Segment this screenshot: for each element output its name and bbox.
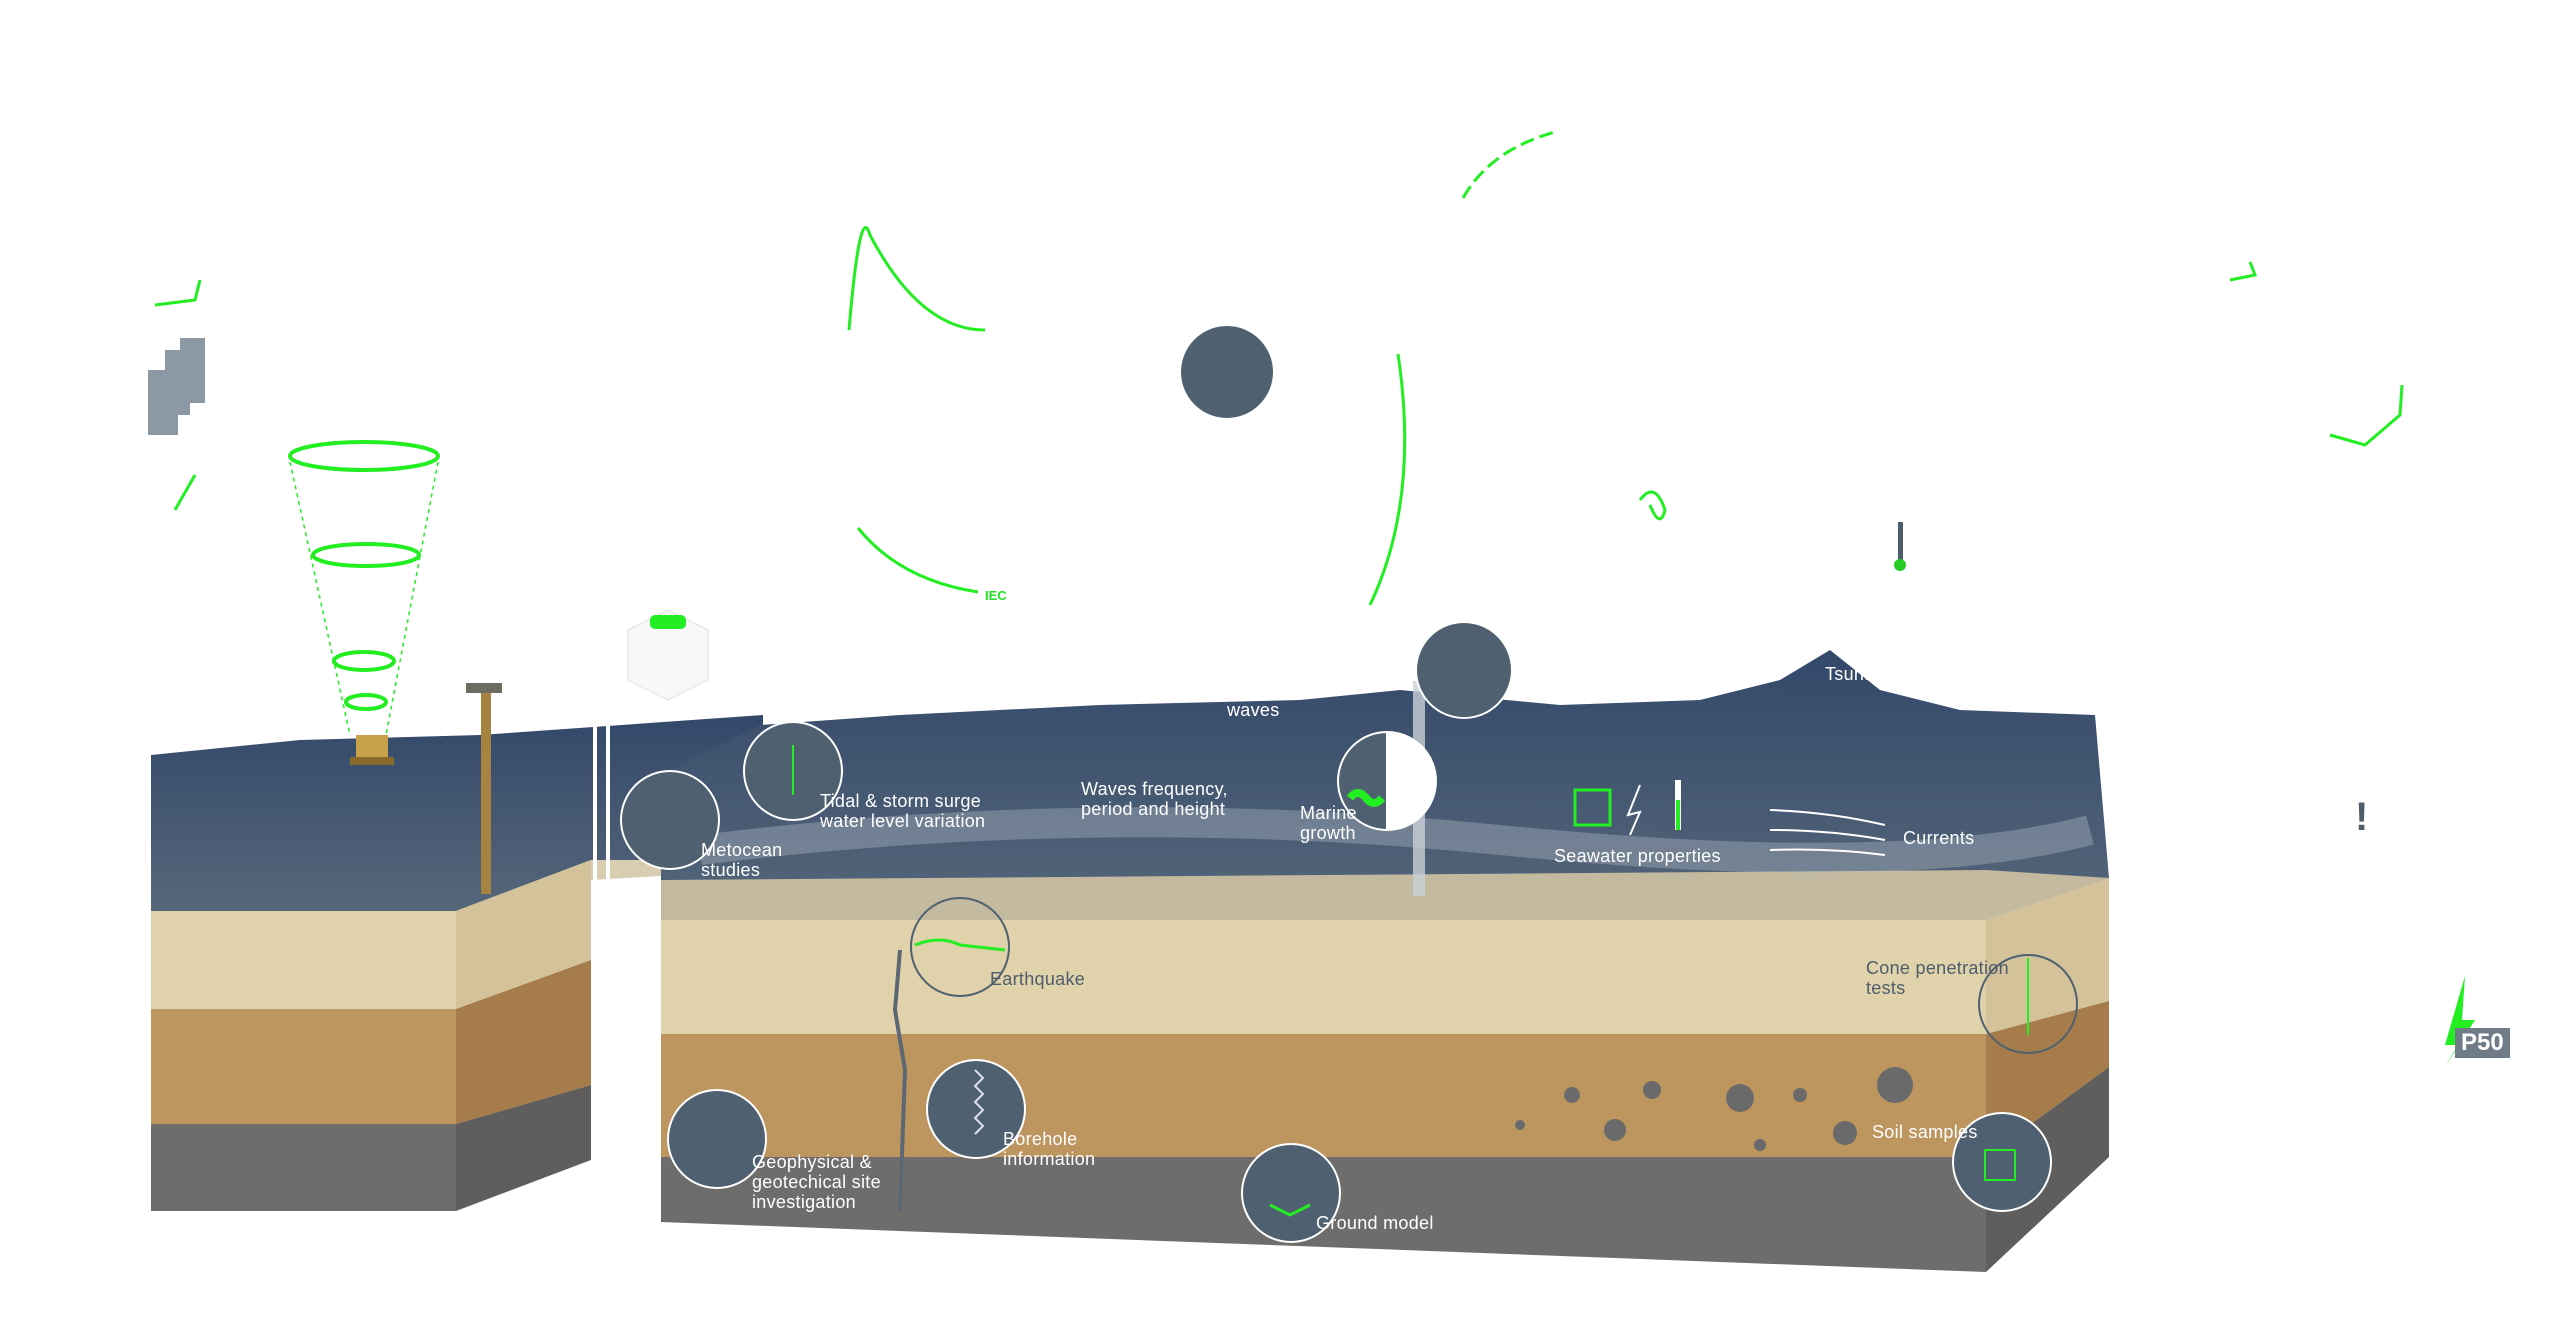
- label-currents: Currents: [1903, 828, 1975, 848]
- seabed-profile-icon: [1179, 324, 1275, 420]
- label-waves: waves: [1227, 700, 1280, 720]
- buoy: [350, 735, 394, 765]
- left-seabed-block: [151, 715, 763, 1211]
- buildings-icon: [148, 338, 205, 435]
- borehole-icon: [926, 1059, 1026, 1159]
- thermometer-icon: [1894, 522, 1906, 571]
- green-annotation-curves: [154, 130, 2404, 606]
- ground-model-icon: [1241, 1143, 1341, 1243]
- label-tsunami: Tsunami: [1825, 664, 1895, 684]
- geophysical-icon: [667, 1089, 767, 1189]
- label-soil-samples: Soil samples: [1872, 1122, 1978, 1142]
- earthquake-icon: [910, 897, 1010, 997]
- metocean-icon: [620, 770, 720, 870]
- soil-samples-icon: [1952, 1112, 2052, 1212]
- icon-circles: [620, 324, 2078, 1243]
- label-iec: IEC: [985, 588, 1007, 603]
- cone-penetration-icon: [1978, 954, 2078, 1054]
- label-ground-model: Ground model: [1316, 1213, 1434, 1233]
- lightning-icon: [2445, 976, 2475, 1067]
- label-seawater-properties: Seawater properties: [1554, 846, 1721, 866]
- turbine-vessel-icon: [1415, 621, 1513, 719]
- label-earthquake: Earthquake: [990, 969, 1086, 989]
- lidar-rings: [288, 440, 440, 736]
- met-mast: [481, 689, 491, 894]
- rocks: [1515, 1067, 1913, 1151]
- ship-box-icon: [627, 609, 709, 701]
- p50-badge: P50: [2455, 1028, 2510, 1058]
- alert-icon: !: [2355, 795, 2369, 839]
- label-waves-frequency: Waves frequency,period and height: [1081, 779, 1228, 819]
